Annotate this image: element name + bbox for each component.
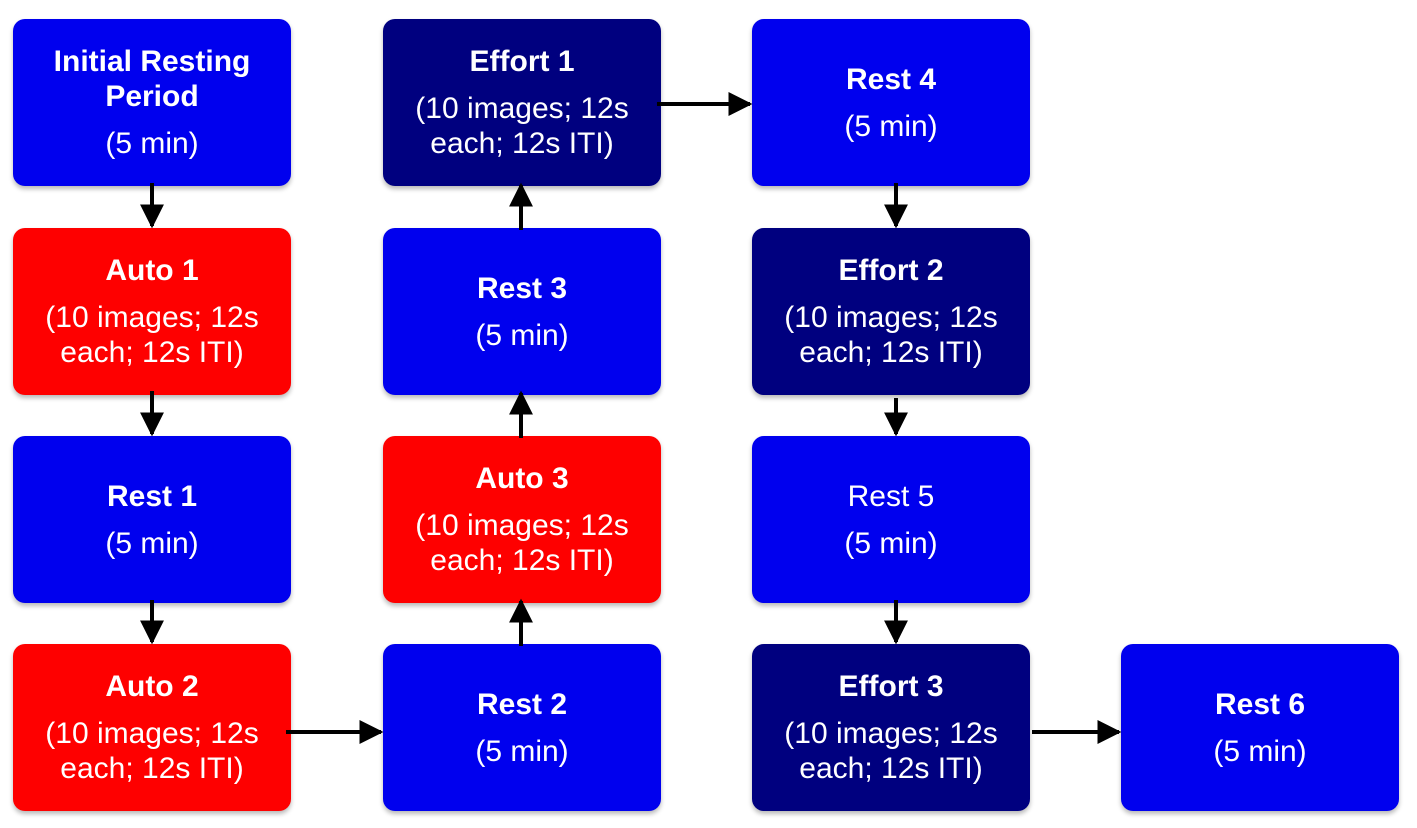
node-title: Rest 1 (106, 479, 198, 513)
node-title: Initial Resting Period (53, 45, 251, 113)
node-auto-1: Auto 1 (10 images; 12s each; 12s ITI) (13, 228, 291, 395)
node-title: Auto 1 (105, 254, 199, 287)
node-rest-2: Rest 2 (5 min) (383, 644, 661, 811)
node-effort-2: Effort 2 (10 images; 12s each; 12s ITI) (752, 228, 1030, 395)
node-title: Rest 6 (1214, 687, 1306, 721)
node-auto-3: Auto 3 (10 images; 12s each; 12s ITI) (383, 436, 661, 603)
node-title: Rest 4 (845, 62, 937, 96)
node-detail: (10 images; 12s each; 12s ITI) (415, 92, 629, 160)
node-rest-4: Rest 4 (5 min) (752, 19, 1030, 186)
node-detail: (10 images; 12s each; 12s ITI) (45, 717, 259, 785)
node-detail: (5 min) (105, 127, 199, 160)
node-detail: (10 images; 12s each; 12s ITI) (415, 509, 629, 577)
node-rest-5: Rest 5 (5 min) (752, 436, 1030, 603)
node-detail: (5 min) (1213, 734, 1307, 768)
node-title: Rest 2 (476, 687, 568, 721)
node-detail: (10 images; 12s each; 12s ITI) (45, 301, 259, 369)
node-effort-1: Effort 1 (10 images; 12s each; 12s ITI) (383, 19, 661, 186)
node-title: Auto 3 (475, 462, 569, 495)
node-rest-3: Rest 3 (5 min) (383, 228, 661, 395)
node-detail: (5 min) (475, 734, 569, 768)
node-detail: (5 min) (475, 318, 569, 352)
node-title: Effort 1 (469, 45, 575, 78)
node-auto-2: Auto 2 (10 images; 12s each; 12s ITI) (13, 644, 291, 811)
node-detail: (5 min) (844, 109, 938, 143)
node-title: Rest 3 (476, 271, 568, 305)
node-title: Rest 5 (847, 479, 935, 513)
node-detail: (5 min) (844, 526, 938, 560)
node-detail: (10 images; 12s each; 12s ITI) (784, 717, 998, 785)
node-detail: (5 min) (105, 526, 199, 560)
node-rest-1: Rest 1 (5 min) (13, 436, 291, 603)
node-initial-resting-period: Initial Resting Period (5 min) (13, 19, 291, 186)
node-title: Effort 2 (838, 254, 944, 287)
node-detail: (10 images; 12s each; 12s ITI) (784, 301, 998, 369)
node-effort-3: Effort 3 (10 images; 12s each; 12s ITI) (752, 644, 1030, 811)
node-title: Effort 3 (838, 670, 944, 703)
node-title: Auto 2 (105, 670, 199, 703)
node-rest-6: Rest 6 (5 min) (1121, 644, 1399, 811)
